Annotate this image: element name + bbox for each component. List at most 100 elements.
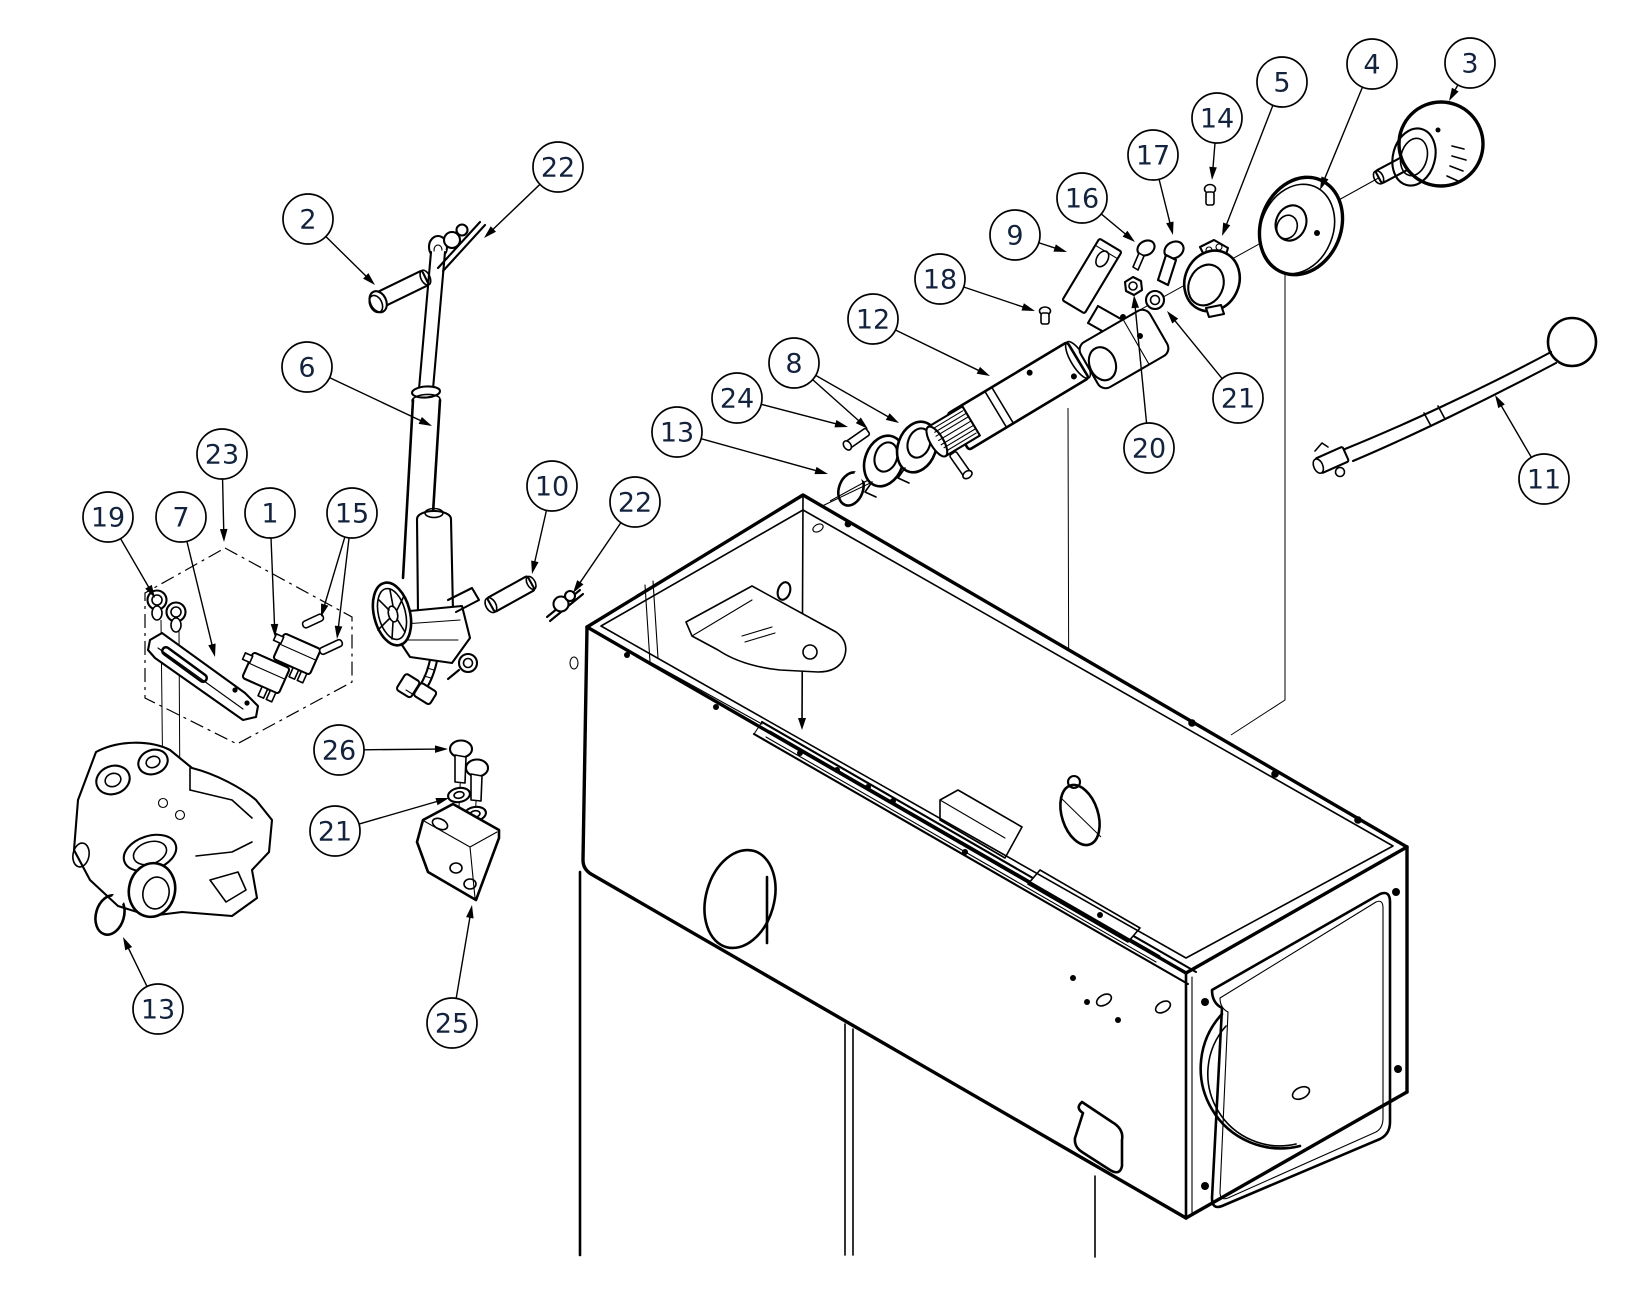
callout-leader: [895, 329, 983, 373]
part-hairpin-top: [436, 220, 487, 273]
callout-balloon: [244, 487, 296, 539]
box-lower-lines: [578, 870, 854, 1257]
callout-balloon: [1444, 37, 1496, 89]
callout-arrowhead: [885, 413, 899, 423]
callout-balloon: [1127, 129, 1179, 181]
callout-leader: [1100, 213, 1129, 237]
callout-leader: [1212, 142, 1216, 172]
callout-label: 18: [923, 265, 957, 296]
callout-leader: [119, 538, 152, 591]
callout-balloon: [1123, 422, 1175, 474]
callout-balloon: [989, 209, 1041, 261]
part-casting-assembly: [72, 741, 274, 919]
callout-label: 7: [172, 503, 189, 534]
callout-leader: [1158, 179, 1172, 227]
actuator-wire-loop: [446, 652, 479, 681]
actuator-connector: [396, 673, 438, 705]
part-bracket-25: [415, 802, 501, 902]
callout-leader: [455, 913, 472, 999]
part-screw-14: [1203, 183, 1217, 206]
callout-leader: [812, 379, 862, 424]
part-snapring-13-mid: [829, 468, 873, 507]
callout-label: 26: [322, 736, 356, 767]
callout-arrowhead: [1495, 395, 1505, 409]
part-set-screw-18: [1038, 306, 1052, 325]
callout-label: 11: [1527, 465, 1561, 496]
callout-balloon: [847, 293, 899, 345]
callout-label: 17: [1136, 141, 1170, 172]
callout-arrowhead: [270, 623, 279, 637]
box-right-face: [1186, 847, 1407, 1218]
part-clevis-pin: [368, 269, 432, 314]
callout-leader: [533, 510, 548, 566]
callout-leader: [1498, 402, 1533, 458]
callout-balloon: [326, 487, 378, 539]
callout-label: 8: [785, 349, 802, 380]
callout-leader: [1172, 317, 1223, 380]
callout-arrowhead: [1320, 176, 1329, 190]
part-snapring-13-left: [94, 891, 126, 936]
callout-arrowhead: [484, 226, 497, 238]
callout-label: 19: [91, 503, 125, 534]
callout-leader: [761, 403, 840, 426]
callout-arrowhead: [418, 417, 432, 426]
callout-label: 9: [1006, 221, 1023, 252]
box-slide-rail: [752, 720, 1198, 986]
callout-balloon: [914, 253, 966, 305]
callout-label: 20: [1132, 434, 1166, 465]
part-lever-11: [1312, 316, 1598, 478]
box-end-cutout: [1199, 888, 1402, 1209]
callout-label: 3: [1461, 49, 1478, 80]
callout-arrowhead: [1131, 295, 1140, 309]
callout-leader: [186, 541, 214, 649]
callout-balloon: [82, 491, 134, 543]
box-front-holes: [569, 656, 1172, 1023]
callout-balloon: [313, 724, 365, 776]
callout-balloon: [309, 805, 361, 857]
callout-balloon: [132, 983, 184, 1035]
callout-leader: [363, 748, 440, 751]
callout-arrowhead: [1209, 166, 1217, 180]
callout-arrowhead: [814, 466, 828, 475]
part-bolt-17: [1156, 240, 1185, 287]
callout-label: 13: [141, 995, 175, 1026]
part-screw-16: [1132, 239, 1156, 271]
callout-arrowhead: [976, 366, 990, 376]
callout-leader: [577, 522, 622, 586]
callout-label: 22: [618, 488, 652, 519]
callout-balloon: [155, 491, 207, 543]
part-pin-24: [842, 427, 973, 480]
callout-label: 2: [299, 205, 316, 236]
callout-leader: [337, 537, 350, 631]
callout-arrowhead: [435, 797, 449, 806]
box-label-plate: [1073, 1100, 1124, 1258]
callout-arrowhead: [363, 273, 375, 285]
callout-label: 22: [541, 153, 575, 184]
part-pins-15: [301, 613, 344, 656]
phantom-box-23: [144, 547, 353, 745]
callout-leader: [490, 183, 541, 233]
callout-label: 13: [660, 418, 694, 449]
callout-arrowhead: [321, 603, 329, 617]
callout-arrowhead: [1167, 311, 1179, 324]
callout-balloon: [711, 372, 763, 424]
callout-arrowhead: [855, 417, 868, 429]
callout-balloon: [1346, 38, 1398, 90]
callout-arrowhead: [145, 584, 155, 598]
part-washer-21: [1144, 289, 1166, 311]
part-disc-4: [1257, 175, 1345, 277]
callout-arrowhead: [219, 528, 228, 542]
callout-arrowhead: [334, 625, 343, 639]
part-bracket-plate-7: [146, 631, 260, 722]
callout-leader: [126, 944, 148, 987]
part-chassis-box: [569, 493, 1409, 1258]
callout-leader: [329, 377, 425, 423]
callout-arrowhead: [123, 937, 133, 951]
callout-label: 6: [298, 353, 315, 384]
callout-balloon: [281, 341, 333, 393]
callout-balloon: [1056, 172, 1108, 224]
callout-balloon: [532, 141, 584, 193]
